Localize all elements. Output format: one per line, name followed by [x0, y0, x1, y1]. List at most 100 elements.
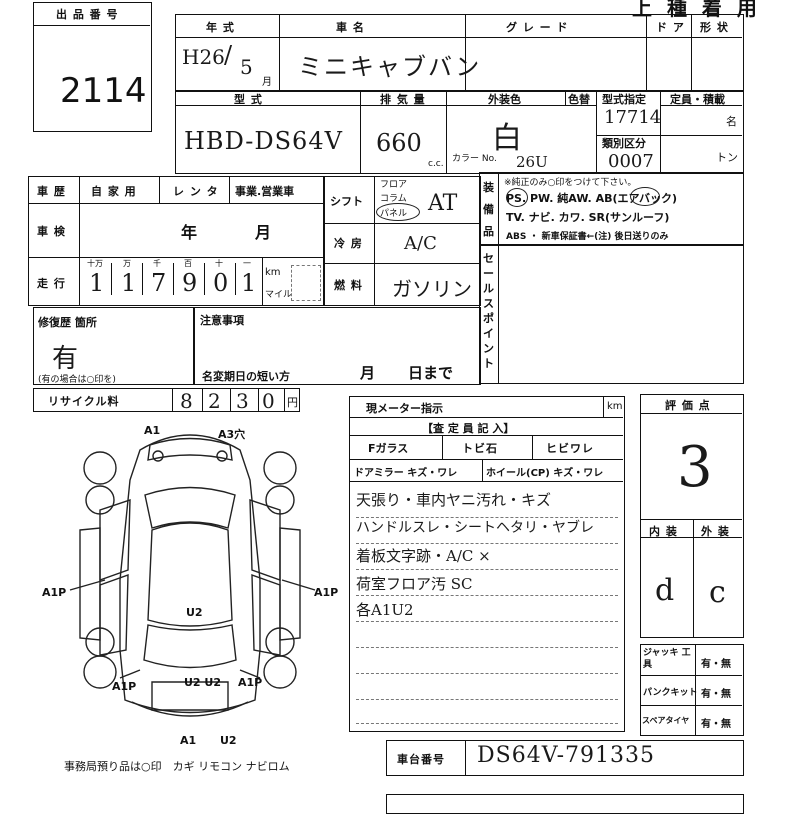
- damage-mark: A1: [180, 734, 197, 747]
- glass-label: Fガラス: [368, 442, 409, 455]
- model-label: 型 式: [234, 93, 263, 106]
- equipment-row-3: ABS ・ 新車保証書←(注) 後日送りのみ: [506, 232, 669, 242]
- recycle-digit: 3: [236, 389, 249, 413]
- caution-day-until: 日まで: [408, 364, 454, 382]
- history-label: 車 歴: [37, 185, 66, 198]
- repair-history-block: 修復歴 箇所 有 (有の場合は○印を): [33, 307, 195, 385]
- caution-month-unit: 月: [360, 364, 376, 382]
- type-designation-label: 型式指定: [602, 93, 646, 106]
- capacity-label: 定員・積載: [670, 93, 725, 106]
- digit-unit: 百: [184, 259, 192, 268]
- recycle-digit: 0: [262, 389, 275, 413]
- inspector-note: 荷室フロア汚 SC: [356, 575, 473, 593]
- year-value: H26: [182, 45, 225, 69]
- inspection-month-unit: 月: [255, 223, 272, 242]
- ac-value: A/C: [404, 233, 437, 254]
- rating-block: 評 価 点 3 内 装 外 装 d c: [640, 394, 744, 638]
- interior-grade: d: [655, 573, 675, 608]
- color-value: 白: [492, 121, 522, 156]
- inspection-label: 車 検: [37, 225, 66, 238]
- year-col-label: 年 式: [206, 21, 235, 34]
- name-col-label: 車 名: [336, 21, 365, 34]
- damage-mark: A1P: [238, 676, 263, 689]
- mileage-label: 走 行: [37, 277, 66, 290]
- recycle-label: リサイクル料: [48, 395, 120, 408]
- jack-yes-no: 有・無: [701, 659, 731, 670]
- caution-label: 注意事項: [200, 314, 244, 327]
- exterior-label: 外 装: [701, 525, 730, 538]
- vehicle-info-row: 年 式 車 名 グ レ ー ド ド ア 形 状 H26 / 5 月 ミニキャブバ…: [175, 14, 744, 92]
- mileage-digit: 9: [182, 269, 198, 297]
- glass-crack: ヒビワレ: [546, 442, 594, 455]
- chassis-label: 車台番号: [397, 753, 445, 766]
- door-col-label: ド ア: [656, 21, 685, 34]
- damage-mark: U2: [220, 734, 237, 747]
- caution-block: 注意事項 名変期日の短い方 月 日まで: [193, 307, 481, 385]
- inspector-note: 着板文字跡・A/C ×: [356, 547, 491, 565]
- mileage-digit: 1: [241, 269, 257, 297]
- spare-tire-label: スペアタイヤ: [642, 716, 690, 725]
- digit-unit: 千: [153, 259, 161, 268]
- mileage-digit: 0: [213, 269, 229, 297]
- recycle-digit: 2: [208, 389, 221, 413]
- shift-option-column: コラム: [380, 194, 407, 204]
- digit-unit: 十: [215, 259, 223, 268]
- month-unit: 月: [262, 77, 272, 88]
- mileage-digit: 1: [89, 269, 105, 297]
- car-body-diagram: [69, 434, 316, 717]
- mileage-digit: 1: [121, 269, 137, 297]
- color-no-label: カラー No.: [452, 154, 497, 164]
- exterior-color-label: 外装色: [488, 93, 521, 106]
- meter-label: 現メーター指示: [366, 402, 443, 415]
- damage-mark: A3穴: [218, 428, 246, 441]
- displacement-label: 排 気 量: [380, 93, 426, 106]
- jack-label: ジャッキ 工 具: [643, 648, 691, 670]
- chassis-number-box: 車台番号 DS64V-791335: [386, 740, 744, 776]
- yen-unit: 円: [287, 396, 298, 409]
- inspector-note: 各A1U2: [356, 601, 414, 619]
- wheel-label: ホイール(CP) キズ・ワレ: [486, 468, 604, 479]
- mileage-unit-check: [291, 265, 321, 301]
- inspection-year-unit: 年: [181, 223, 198, 242]
- inspector-notes-block: 現メーター指示 km 【査 定 員 記 入】 Fガラス トビ石 ヒビワレ ドアミ…: [349, 396, 625, 732]
- car-name-value: ミニキャブバン: [298, 53, 482, 81]
- damage-mark: U2 U2: [184, 676, 222, 689]
- mechanics-block: シフト フロア コラム パネル AT 冷 房 A/C 燃 料 ガソリン: [323, 176, 481, 306]
- class-value: 0007: [608, 151, 654, 172]
- grade-col-label: グ レ ー ド: [506, 21, 569, 34]
- color-change-label: 色替: [568, 93, 590, 106]
- equipment-row-2: TV. ナビ. カワ. SR(サンルーフ): [506, 211, 670, 224]
- displacement-value: 660: [376, 129, 422, 157]
- digit-unit: 万: [123, 259, 131, 268]
- month-value: 5: [240, 55, 253, 79]
- chassis-value: DS64V-791335: [477, 743, 655, 768]
- rental-label: レ ン タ: [173, 185, 219, 198]
- km-unit: km: [265, 267, 281, 278]
- equipment-block: 装 備 品 ※純正のみ○印をつけて下さい。 PS. PW. 純AW. AB(エア…: [479, 172, 744, 246]
- repair-note: (有の場合は○印を): [38, 375, 116, 385]
- fuel-label: 燃 料: [334, 279, 363, 292]
- office-items-note: 事務局預り品は○印 カギ リモコン ナビロム: [64, 760, 290, 773]
- history-block: 車 歴 自 家 用 レ ン タ 事業.営業車 車 検 年 月 走 行 十万 万 …: [28, 176, 325, 306]
- digit-unit: 一: [243, 259, 251, 268]
- private-label: 自 家 用: [91, 185, 137, 198]
- capacity-ton-unit: トン: [716, 151, 738, 164]
- class-label: 類別区分: [602, 137, 646, 150]
- model-value: HBD-DS64V: [184, 127, 343, 155]
- interior-label: 内 装: [649, 525, 678, 538]
- type-designation-value: 17714: [604, 107, 662, 128]
- inspector-header: 【査 定 員 記 入】: [422, 422, 515, 435]
- cc-unit: c.c.: [428, 159, 444, 169]
- bottom-partial-box: [386, 794, 744, 814]
- sales-point-block: セールスポイント: [479, 244, 744, 384]
- damage-mark: A1P: [42, 586, 67, 599]
- rating-value: 3: [677, 435, 713, 500]
- mileage-digit: 7: [151, 269, 167, 297]
- meter-km-unit: km: [607, 401, 623, 412]
- puncture-kit-label: パンクキット: [643, 688, 698, 698]
- damage-mark: U2: [186, 606, 203, 619]
- business-label: 事業.営業車: [235, 185, 295, 198]
- recycle-fee-box: リサイクル料 8 2 3 0 円: [33, 388, 300, 413]
- color-no-value: 26U: [516, 153, 548, 171]
- lot-number-label: 出 品 番 号: [56, 8, 119, 21]
